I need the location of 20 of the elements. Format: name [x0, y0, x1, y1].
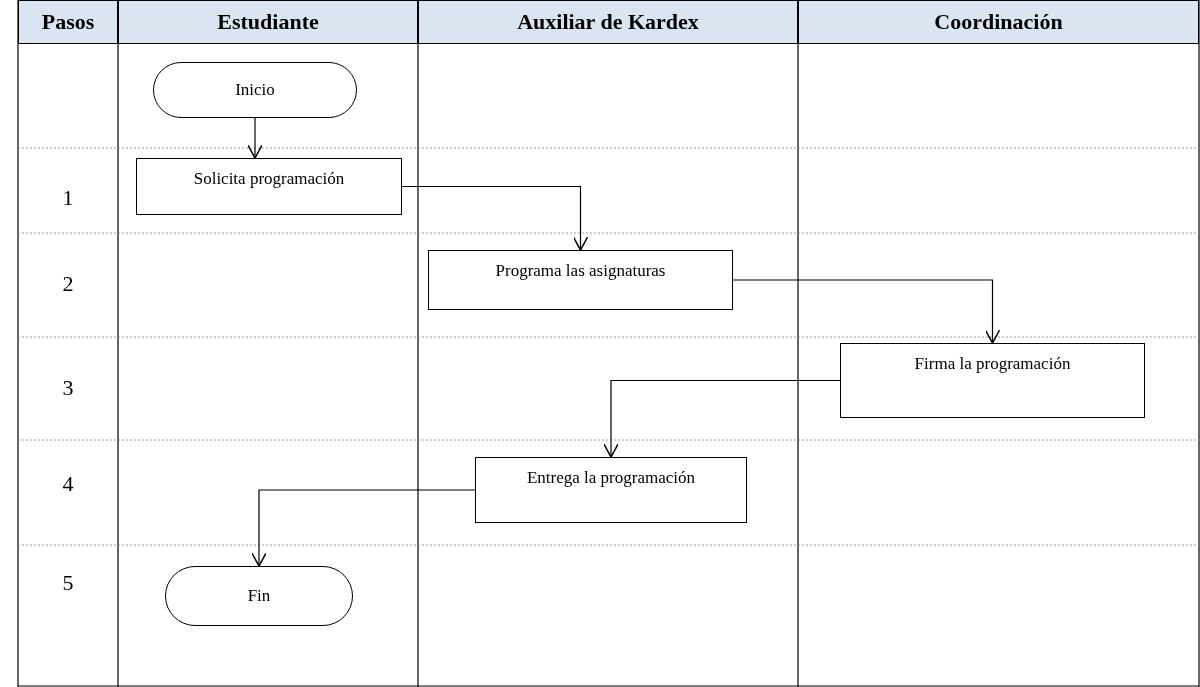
column-header: Pasos	[18, 0, 118, 44]
process-box: Entrega la programación	[475, 457, 747, 523]
terminal-shape: Inicio	[153, 62, 357, 118]
step-number: 4	[61, 470, 75, 498]
column-header: Estudiante	[118, 0, 418, 44]
arrow	[732, 279, 1001, 344]
step-number: 2	[61, 270, 75, 298]
column-header: Coordinación	[798, 0, 1199, 44]
process-box: Programa las asignaturas	[428, 250, 733, 310]
arrow	[401, 185, 589, 251]
process-box: Solicita programación	[136, 158, 402, 215]
process-box: Firma la programación	[840, 343, 1145, 418]
step-number: 3	[61, 374, 75, 402]
arrow	[603, 379, 841, 458]
arrow	[247, 117, 263, 159]
terminal-shape: Fin	[165, 566, 353, 626]
arrow	[251, 489, 476, 567]
column-header: Auxiliar de Kardex	[418, 0, 798, 44]
step-number: 1	[61, 184, 75, 212]
step-number: 5	[61, 569, 75, 597]
